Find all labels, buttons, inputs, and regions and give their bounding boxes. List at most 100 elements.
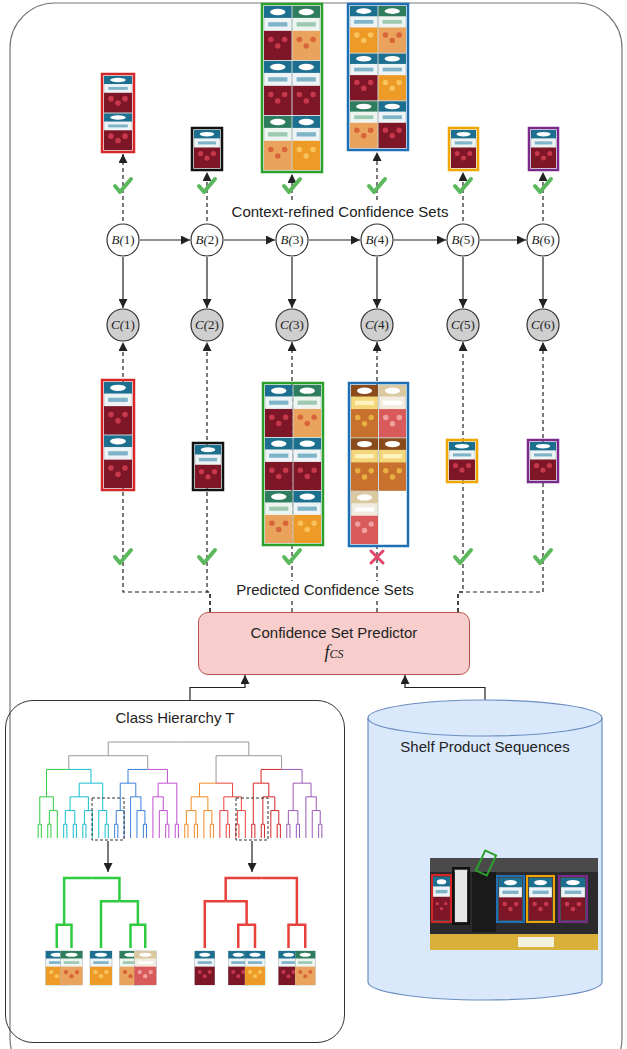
product-package <box>110 438 126 444</box>
product-package <box>104 93 132 113</box>
set-frame <box>262 4 322 172</box>
product-package <box>379 462 406 490</box>
product-package <box>61 967 83 985</box>
set-frame <box>102 74 134 152</box>
product-set-image <box>529 128 558 170</box>
verdict-marks <box>115 179 551 563</box>
dendrogram-branch <box>282 769 303 783</box>
function-symbol: fCS <box>324 642 343 664</box>
flow-arrow <box>122 257 123 308</box>
product-package <box>264 6 292 18</box>
product-package <box>299 64 314 70</box>
product-package <box>298 520 304 526</box>
product-package <box>565 891 582 894</box>
shelf-photo <box>497 876 524 922</box>
product-package <box>535 141 553 144</box>
product-package <box>231 961 245 964</box>
product-package <box>451 130 476 168</box>
predicted-set-node: C(6) <box>526 308 560 342</box>
product-package <box>212 469 217 474</box>
product-package <box>355 454 374 458</box>
product-package <box>311 467 317 473</box>
product-package <box>356 56 371 62</box>
product-package <box>108 465 114 471</box>
product-package <box>351 492 378 504</box>
product-package <box>264 116 292 170</box>
product-package <box>195 951 215 985</box>
node-label: C(5) <box>451 318 475 332</box>
product-package <box>368 80 374 86</box>
product-package <box>104 382 132 435</box>
dendrogram-branch <box>153 797 158 838</box>
product-package <box>361 38 367 44</box>
shelf-photo <box>430 850 598 950</box>
dendrogram-branch <box>143 824 145 838</box>
product-package <box>200 132 215 137</box>
dendrogram-branch <box>108 742 178 756</box>
product-package <box>351 385 378 437</box>
node-label: C(2) <box>195 318 219 332</box>
product-images <box>102 4 558 546</box>
product-package <box>195 967 215 985</box>
product-package <box>269 507 288 511</box>
product-package <box>455 141 473 144</box>
node-label: B(4) <box>365 233 388 247</box>
product-package <box>271 494 286 500</box>
product-package <box>354 80 360 86</box>
product-package <box>457 132 471 137</box>
dendrogram-branch <box>210 824 212 838</box>
product-package <box>369 521 374 526</box>
dendrogram-branch <box>49 824 51 838</box>
product-package <box>138 970 142 974</box>
node-circle <box>527 224 559 256</box>
product-package <box>104 76 132 84</box>
node-label: C(3) <box>280 318 304 332</box>
product-package <box>379 438 406 450</box>
product-set-image <box>349 383 408 546</box>
product-package <box>453 463 458 468</box>
zoom-box <box>92 798 124 840</box>
product-package <box>383 415 388 420</box>
node-label: Class Hierarchy T <box>116 709 235 727</box>
product-package <box>211 151 216 156</box>
product-package <box>385 441 400 447</box>
product-package <box>467 151 472 156</box>
dendrogram-branch <box>65 811 70 825</box>
product-package <box>385 388 400 394</box>
product-package <box>571 907 576 912</box>
dendrogram-branch <box>64 824 66 838</box>
dendrogram-branch <box>73 824 75 838</box>
product-package <box>433 877 450 920</box>
node-circle <box>191 309 223 341</box>
product-package <box>298 467 304 473</box>
product-package <box>368 32 374 38</box>
predicted-set-node: C(4) <box>360 308 394 342</box>
product-package <box>265 409 293 437</box>
product-package <box>379 123 407 148</box>
flow-arrow <box>394 239 446 240</box>
product-package <box>449 442 475 480</box>
node-circle <box>107 224 139 256</box>
product-package <box>61 951 83 985</box>
product-package <box>233 953 244 957</box>
product-package <box>351 492 378 544</box>
product-package <box>294 515 322 543</box>
product-package <box>531 130 556 138</box>
cylinder-rim <box>368 718 602 736</box>
check-mark <box>199 179 215 192</box>
product-set-image <box>449 128 478 170</box>
product-package <box>383 68 402 72</box>
product-package <box>536 444 551 449</box>
product-package <box>297 37 303 43</box>
product-package <box>383 32 389 38</box>
node-label: B(2) <box>195 233 218 247</box>
dendrogram-branch <box>159 811 163 838</box>
product-package <box>283 467 289 473</box>
refined-set-node: B(6) <box>526 223 560 257</box>
product-package <box>297 22 316 26</box>
product-package <box>104 406 132 434</box>
product-package <box>303 974 307 978</box>
dendrogram-branch <box>320 824 322 838</box>
product-package <box>356 8 371 14</box>
product-package <box>436 890 448 893</box>
